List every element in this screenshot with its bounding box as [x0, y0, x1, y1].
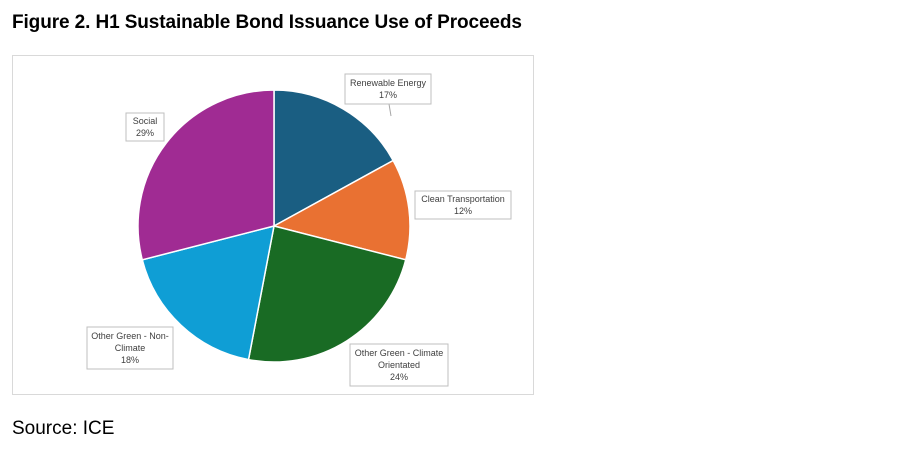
- data-label-text: Orientated: [378, 360, 420, 370]
- data-label-text: 18%: [121, 355, 139, 365]
- pie-slice-other-green-climate-orientated: [247, 225, 407, 363]
- data-label-renewable-energy: Renewable Energy 17%: [344, 73, 432, 117]
- data-label-text: Climate: [115, 343, 146, 353]
- data-label-box: [125, 112, 165, 142]
- data-label-box: [349, 343, 449, 387]
- pie-slice-social: [137, 89, 275, 261]
- data-label-box: [86, 326, 174, 370]
- pie-slice-renewable-energy: [273, 89, 395, 228]
- pie-chart-canvas: Renewable Energy 17% Clean Transportation 1…: [86, 73, 512, 387]
- data-label-text: Renewable Energy: [350, 78, 427, 88]
- pie-slices: [137, 89, 411, 363]
- data-label-text: Other Green - Climate: [355, 348, 444, 358]
- label-leader-line: [388, 103, 392, 117]
- pie-chart: Renewable Energy 17% Clean Transportation 1…: [12, 55, 534, 395]
- data-label-text: Other Green - Non-: [91, 331, 169, 341]
- pie-slice-other-green-non-climate: [141, 224, 275, 361]
- data-label-box: [344, 73, 432, 105]
- data-label-text: 17%: [379, 90, 397, 100]
- data-label-clean-transportation: Clean Transportation 12%: [414, 190, 512, 220]
- figure-title: Figure 2. H1 Sustainable Bond Issuance U…: [12, 12, 522, 33]
- data-label-text: 12%: [454, 206, 472, 216]
- data-label-box: [414, 190, 512, 220]
- pie-data-labels: Renewable Energy 17% Clean Transportation 1…: [86, 73, 512, 387]
- data-label-other-green-non-climate: Other Green - Non- Climate 18%: [86, 326, 174, 370]
- source-note: Source: ICE: [12, 418, 115, 439]
- pie-slice-clean-transportation: [271, 159, 411, 261]
- data-label-social: Social 29%: [125, 112, 165, 142]
- data-label-text: 29%: [136, 128, 154, 138]
- data-label-text: Social: [133, 116, 158, 126]
- data-label-text: 24%: [390, 372, 408, 382]
- data-label-text: Clean Transportation: [421, 194, 505, 204]
